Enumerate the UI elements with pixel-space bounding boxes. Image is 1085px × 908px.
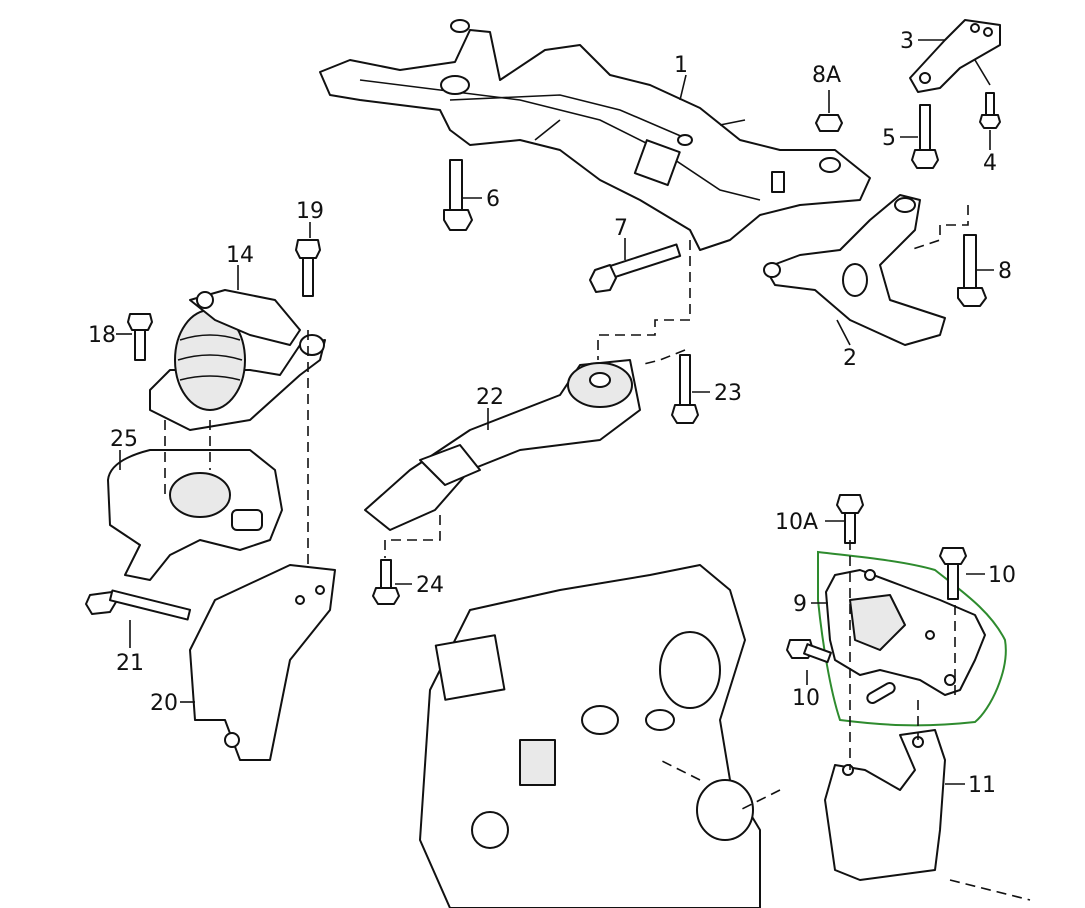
label-part-5: 5: [882, 126, 896, 151]
bolt-part-5: [911, 104, 939, 169]
pendulum-support-part-22: [364, 359, 641, 531]
bolt-part-6: [443, 159, 473, 231]
gearbox-housing: [419, 564, 761, 908]
bolt-part-18: [127, 313, 153, 361]
connector-line: [909, 205, 969, 251]
bolt-part-4: [979, 92, 1001, 129]
label-part-20: 20: [150, 691, 178, 716]
label-part-21: 21: [116, 651, 144, 676]
wishbone-part-2: [763, 194, 946, 346]
label-part-25: 25: [110, 427, 138, 452]
label-part-2: 2: [843, 346, 857, 371]
label-part-6: 6: [486, 187, 500, 212]
label-part-10-left: 10: [792, 686, 820, 711]
label-part-1: 1: [674, 53, 688, 78]
connector-line: [384, 515, 441, 558]
engine-mount-part-14: [149, 289, 326, 431]
gearbox-bracket-part-11: [824, 729, 946, 881]
connector-line: [164, 420, 211, 500]
heat-shield-part-25: [107, 449, 283, 581]
connector-line: [597, 240, 691, 360]
label-part-24: 24: [416, 573, 444, 598]
label-part-19: 19: [296, 199, 324, 224]
highlight-outline: [817, 550, 1007, 727]
label-part-18: 18: [88, 323, 116, 348]
label-part-3: 3: [900, 29, 914, 54]
connector-line: [949, 879, 1031, 901]
label-part-11: 11: [968, 773, 996, 798]
label-part-23: 23: [714, 381, 742, 406]
bolt-part-21: [85, 589, 192, 621]
engine-bracket-part-20: [189, 564, 336, 761]
label-part-7: 7: [614, 216, 628, 241]
label-part-8a: 8A: [812, 63, 841, 88]
label-part-9: 9: [793, 592, 807, 617]
label-part-8: 8: [998, 259, 1012, 284]
bolt-part-10-left: [786, 639, 832, 664]
bolt-part-7: [589, 243, 682, 293]
bolt-part-23: [671, 354, 699, 424]
bolt-part-10-right: [939, 547, 967, 600]
bolt-part-10a: [836, 494, 864, 544]
bolt-part-8: [957, 234, 987, 307]
label-part-10a: 10A: [775, 510, 818, 535]
subframe-part-1: [319, 19, 871, 251]
gearbox-mount-part-9: [825, 569, 986, 704]
bolt-part-19: [295, 239, 321, 297]
bracket-part-3: [909, 19, 1001, 93]
label-part-14: 14: [226, 243, 254, 268]
label-part-10-right: 10: [988, 563, 1016, 588]
nut-part-8a: [815, 90, 843, 132]
connector-line: [659, 759, 781, 811]
connector-line: [639, 349, 686, 366]
label-part-4: 4: [983, 151, 997, 176]
label-part-22: 22: [476, 385, 504, 410]
bolt-part-24: [372, 559, 400, 605]
